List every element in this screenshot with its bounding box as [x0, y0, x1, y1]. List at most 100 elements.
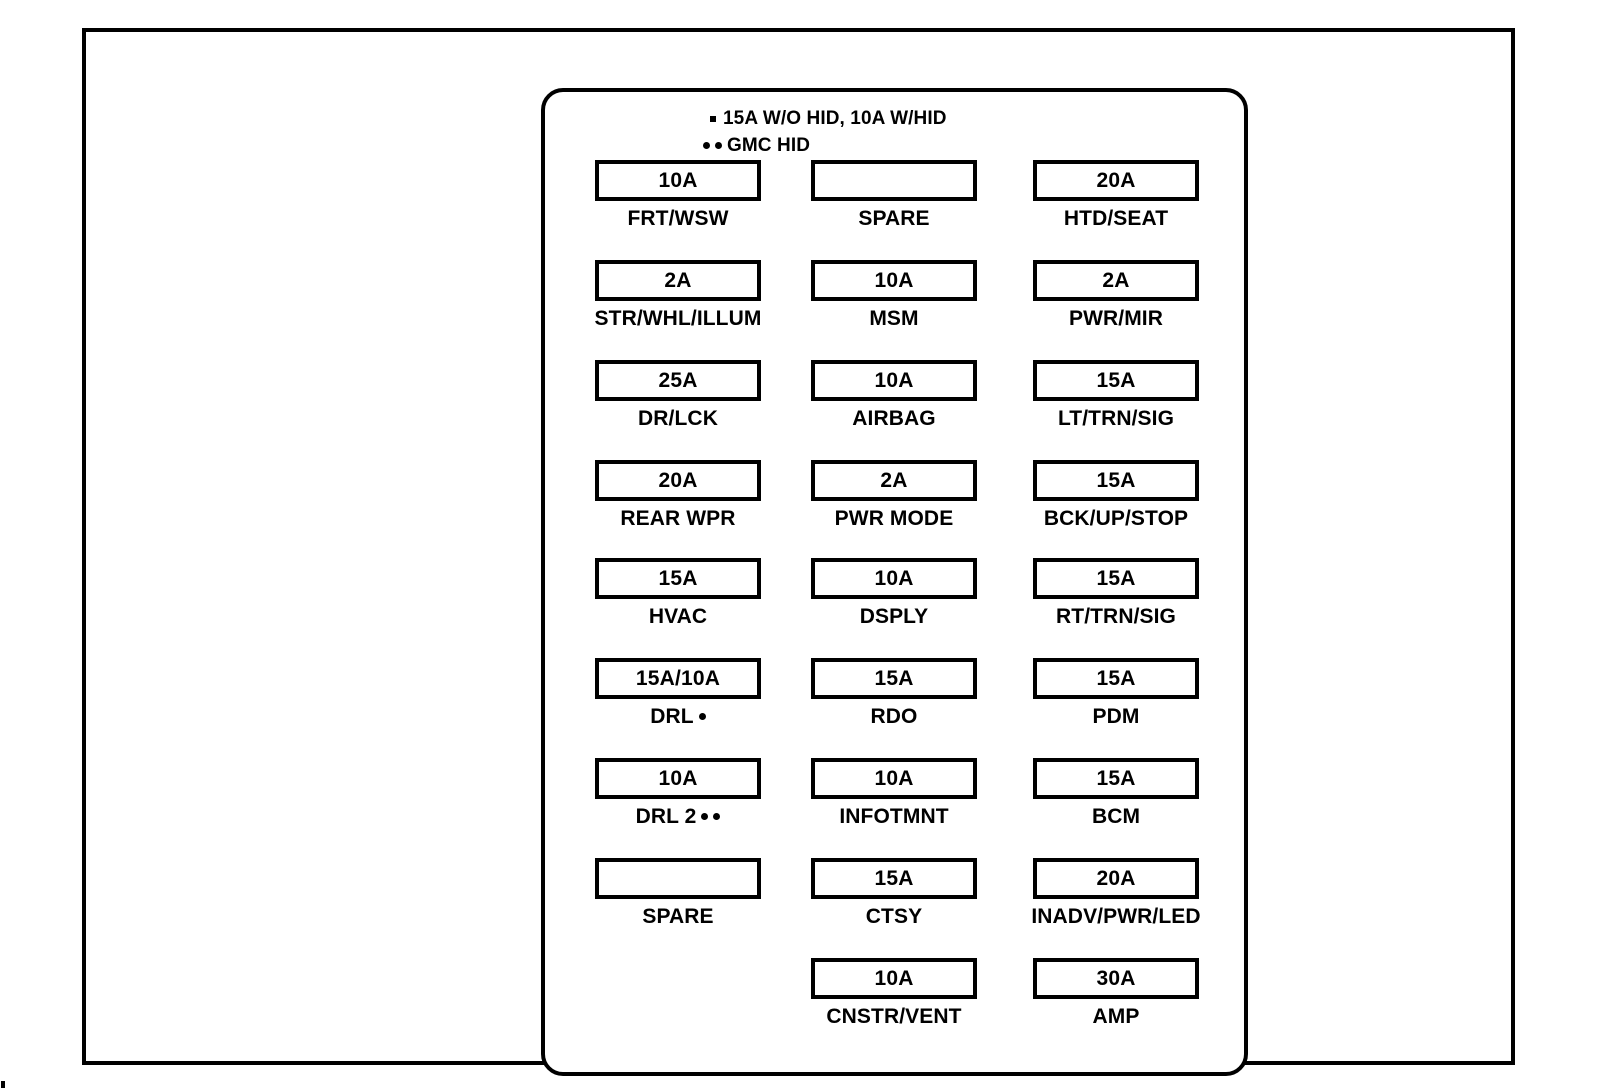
fuse-rating: 2A	[664, 269, 692, 292]
fuse-label-text: HTD/SEAT	[1063, 207, 1169, 230]
fuse-box: 10A	[595, 160, 761, 201]
fuse-slot-amp: 30A AMP	[1008, 958, 1224, 1029]
fuse-slot-drl-2: 10A DRL 2	[570, 758, 786, 829]
fuse-rating: 10A	[874, 369, 914, 392]
fuse-slot-cnstr-vent: 10A CNSTR/VENT	[786, 958, 1002, 1029]
fuse-label: CTSY	[786, 905, 1002, 929]
fuse-label: SPARE	[786, 207, 1002, 231]
fuse-rating: 30A	[1096, 967, 1136, 990]
fuse-rating: 25A	[658, 369, 698, 392]
fuse-slot-inadv-pwr-led: 20A INADV/PWR/LED	[1008, 858, 1224, 929]
fuse-box: 30A	[1033, 958, 1199, 999]
fuse-label: DR/LCK	[570, 407, 786, 431]
page-border: 15A W/O HID, 10A W/HID GMC HID 10A FRT/WS…	[82, 28, 1515, 1076]
fuse-rating: 15A	[874, 667, 914, 690]
fuse-slot-lt-trn-sig: 15A LT/TRN/SIG	[1008, 360, 1224, 431]
fuse-rating: 20A	[1096, 169, 1136, 192]
fuse-box	[595, 858, 761, 899]
fuse-label-text: FRT/WSW	[627, 207, 729, 230]
fuse-label-text: MSM	[869, 307, 919, 330]
fuse-label: BCK/UP/STOP	[1008, 507, 1224, 531]
fuse-label: STR/WHL/ILLUM	[570, 307, 786, 331]
fuse-label-text: SPARE	[642, 905, 714, 928]
fuse-label: PDM	[1008, 705, 1224, 729]
fuse-label-text: INADV/PWR/LED	[1031, 905, 1201, 928]
fuse-slot-drl: 15A/10A DRL	[570, 658, 786, 729]
fuse-rating: 10A	[658, 767, 698, 790]
fuse-rating: 20A	[658, 469, 698, 492]
fuse-label: HTD/SEAT	[1008, 207, 1224, 231]
fuse-slot-dr-lck: 25A DR/LCK	[570, 360, 786, 431]
fuse-box: 15A	[595, 558, 761, 599]
fuse-label: INFOTMNT	[786, 805, 1002, 829]
fuse-rating: 10A	[874, 567, 914, 590]
label-bullet-icon	[713, 812, 721, 820]
label-bullet-icon	[701, 812, 709, 820]
fuse-label: CNSTR/VENT	[786, 1005, 1002, 1029]
fuse-box: 15A	[1033, 658, 1199, 699]
fuse-rating: 15A	[1096, 369, 1136, 392]
fuse-box: 2A	[1033, 260, 1199, 301]
double-bullet-icon-b	[715, 142, 722, 149]
fuse-box: 10A	[811, 558, 977, 599]
fuse-slot-spare: SPARE	[786, 160, 1002, 231]
print-artifact-mark	[1, 1081, 5, 1088]
fuse-box: 15A	[1033, 558, 1199, 599]
double-bullet-icon-a	[703, 142, 710, 149]
fuse-label: REAR WPR	[570, 507, 786, 531]
fuse-slot-bcm: 15A BCM	[1008, 758, 1224, 829]
fuse-label-text: DR/LCK	[638, 407, 718, 430]
fuse-box: 15A	[811, 658, 977, 699]
fuse-label-text: LT/TRN/SIG	[1057, 407, 1175, 430]
fuse-grid: 10A FRT/WSW SPARE 20A HTD/SEAT 2A STR/WHL/ILLU…	[545, 92, 1244, 1072]
fuse-label: RDO	[786, 705, 1002, 729]
fuse-label-text: BCM	[1091, 805, 1141, 828]
fuse-label: BCM	[1008, 805, 1224, 829]
fuse-rating: 15A	[1096, 469, 1136, 492]
single-bullet-icon	[710, 115, 716, 122]
fuse-label-text: PDM	[1092, 705, 1140, 728]
fuse-slot-str-whl-illum: 2A STR/WHL/ILLUM	[570, 260, 786, 331]
fuse-box: 10A	[811, 360, 977, 401]
fuse-label-text: PWR MODE	[834, 507, 954, 530]
fuse-rating: 2A	[1102, 269, 1130, 292]
fuse-label-text: DRL 2	[635, 805, 697, 828]
fuse-rating: 10A	[874, 967, 914, 990]
fuse-slot-pdm: 15A PDM	[1008, 658, 1224, 729]
fuse-slot-rear-wpr: 20A REAR WPR	[570, 460, 786, 531]
fuse-box: 15A	[1033, 360, 1199, 401]
fuse-box: 20A	[1033, 858, 1199, 899]
fuse-label-text: BCK/UP/STOP	[1043, 507, 1189, 530]
legend-line-2-text: GMC HID	[727, 134, 811, 156]
fuse-rating: 15A/10A	[635, 667, 721, 690]
fuse-label: RT/TRN/SIG	[1008, 605, 1224, 629]
fuse-slot-rt-trn-sig: 15A RT/TRN/SIG	[1008, 558, 1224, 629]
fuse-label: DRL	[570, 705, 786, 729]
fuse-slot-dsply: 10A DSPLY	[786, 558, 1002, 629]
fuse-label-text: RDO	[870, 705, 918, 728]
fuse-box: 15A	[1033, 758, 1199, 799]
legend-line-1-text: 15A W/O HID, 10A W/HID	[723, 107, 947, 129]
fuse-box: 10A	[811, 758, 977, 799]
fuse-rating: 10A	[658, 169, 698, 192]
legend-line-2: GMC HID	[545, 132, 1244, 159]
fuse-rating: 15A	[1096, 667, 1136, 690]
fuse-label-text: RT/TRN/SIG	[1056, 605, 1176, 628]
legend-line-1: 15A W/O HID, 10A W/HID	[545, 105, 1244, 132]
fuse-label-text: REAR WPR	[620, 507, 736, 530]
fuse-box: 2A	[595, 260, 761, 301]
fuse-label: AMP	[1008, 1005, 1224, 1029]
fuse-slot-rdo: 15A RDO	[786, 658, 1002, 729]
fuse-slot-spare: SPARE	[570, 858, 786, 929]
fuse-box: 15A	[1033, 460, 1199, 501]
fuse-rating: 10A	[874, 269, 914, 292]
fuse-label: INADV/PWR/LED	[1008, 905, 1224, 929]
fuse-label: MSM	[786, 307, 1002, 331]
fuse-label-text: DSPLY	[859, 605, 929, 628]
fuse-block-panel: 15A W/O HID, 10A W/HID GMC HID 10A FRT/WS…	[541, 88, 1248, 1076]
fuse-label: LT/TRN/SIG	[1008, 407, 1224, 431]
fuse-label: DRL 2	[570, 805, 786, 829]
